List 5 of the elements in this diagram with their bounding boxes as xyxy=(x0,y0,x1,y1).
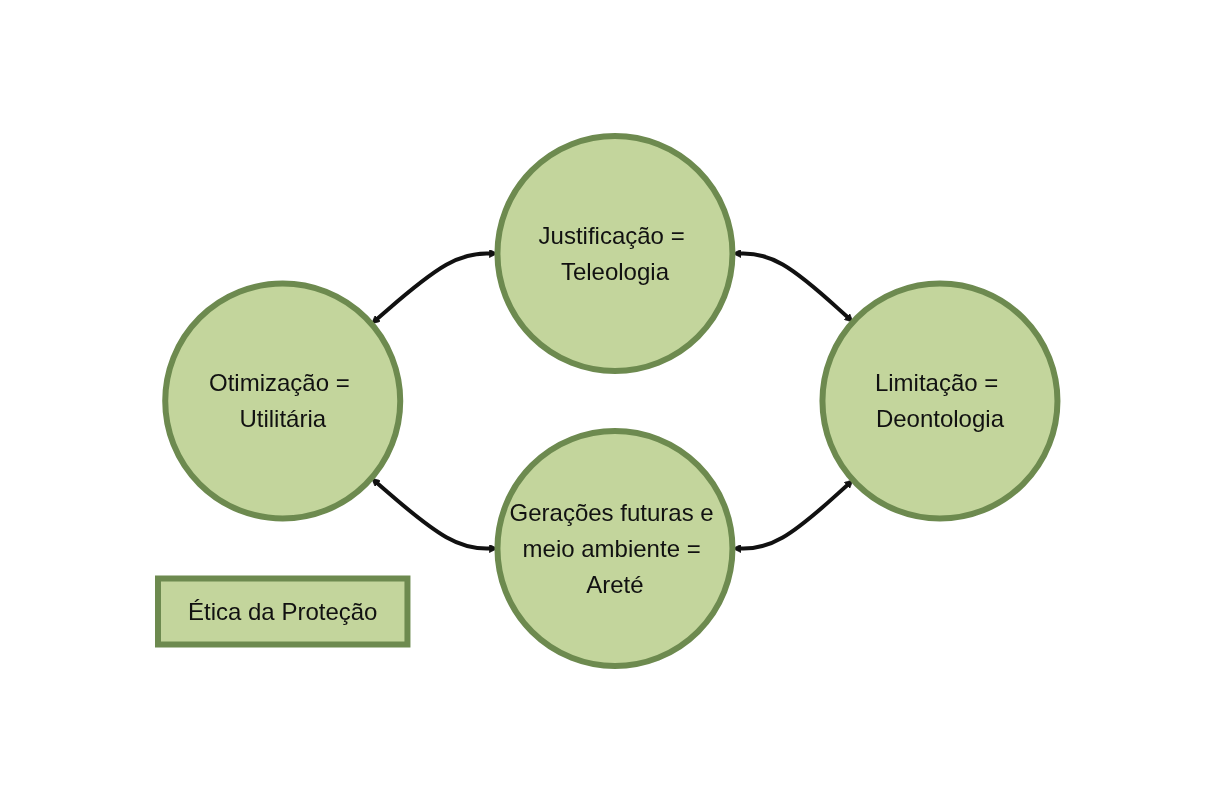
node-box: Ética da Proteção xyxy=(155,575,411,647)
node-circle: Otimização = Utilitária xyxy=(162,280,404,521)
node-circle: Gerações futuras e meio ambiente = Areté xyxy=(494,427,736,669)
node-circle: Limitação = Deontologia xyxy=(819,280,1061,521)
node-circle: Justificação = Teleologia xyxy=(494,132,736,374)
